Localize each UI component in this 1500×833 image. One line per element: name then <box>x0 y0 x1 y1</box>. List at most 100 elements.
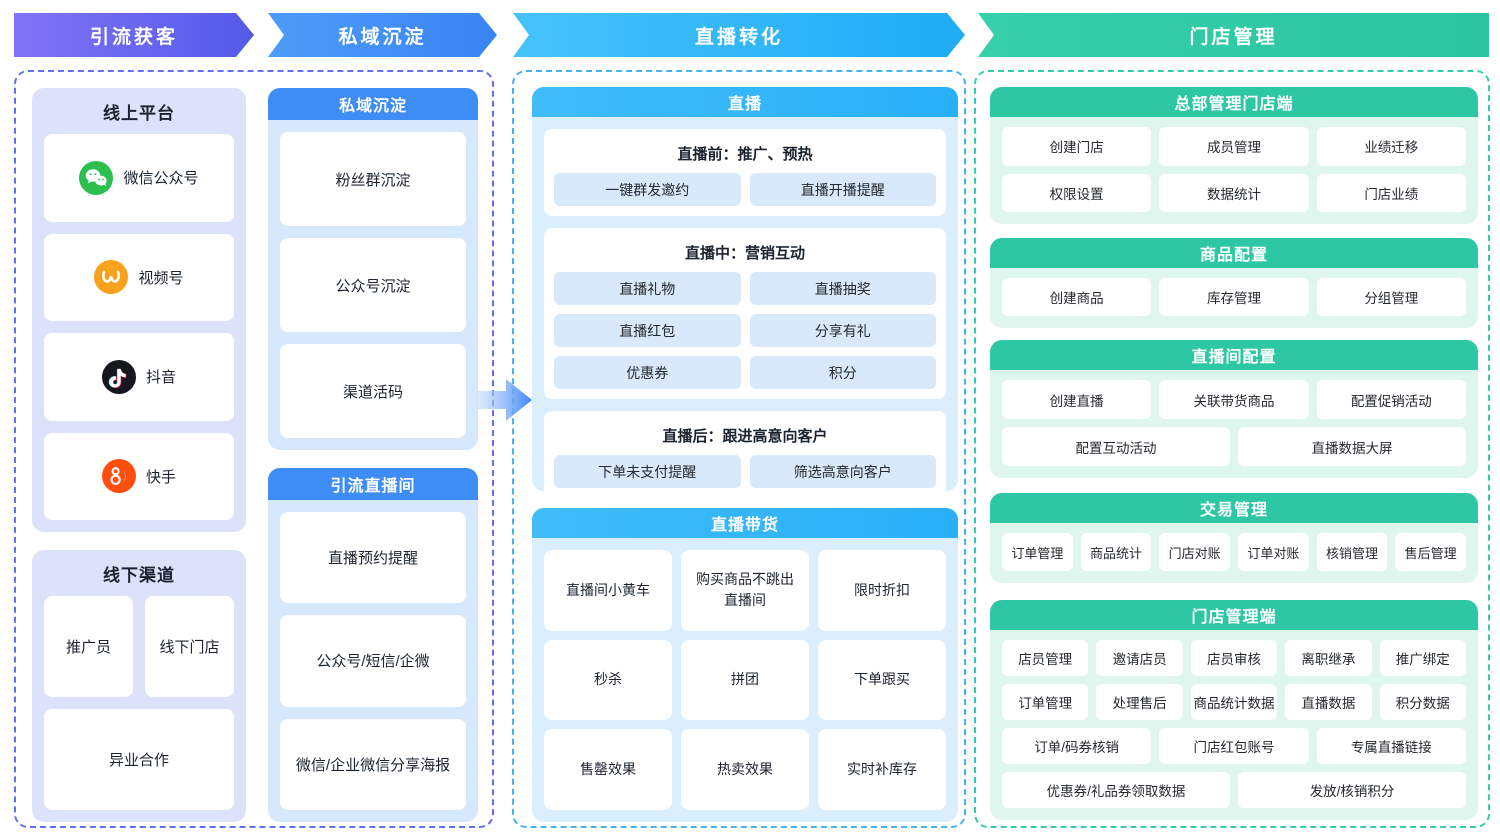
feature-item: 数据统计 <box>1159 173 1309 212</box>
live-phase-post: 直播后：跟进高意向客户 下单未支付提醒 筛选高意向客户 <box>544 411 946 498</box>
platform-label: 抖音 <box>145 369 176 387</box>
feature-item: 直播数据 <box>1285 684 1372 720</box>
flow-step-label: 门店管理 <box>1189 26 1278 48</box>
phase-title: 直播后：跟进高意向客户 <box>662 428 828 445</box>
live-panel: 直播 直播前：推广、预热 一键群发邀约 直播开播提醒 直播中：营销互动 直播礼物… <box>532 87 958 498</box>
feature-item: 库存管理 <box>1159 278 1309 316</box>
platform-card-kuaishou: 快手 <box>44 432 234 520</box>
feature-item: 专属直播链接 <box>1316 728 1466 764</box>
retention-card: 粉丝群沉淀 <box>280 132 466 226</box>
platform-card-douyin: 抖音 <box>44 333 234 421</box>
offline-card: 异业合作 <box>44 709 234 810</box>
selling-card: 购买商品不跳出直播间 <box>681 550 809 631</box>
phase-item: 直播抽奖 <box>749 272 936 305</box>
phase-item: 直播红包 <box>554 314 741 347</box>
feature-item: 成员管理 <box>1159 127 1309 166</box>
feature-item: 分组管理 <box>1316 278 1466 316</box>
offline-card: 线下门店 <box>145 596 234 697</box>
phase-item: 下单未支付提醒 <box>554 455 741 488</box>
liveroom-traffic-panel: 引流直播间 直播预约提醒 公众号/短信/企微 微信/企业微信分享海报 <box>268 468 478 822</box>
feature-item: 积分数据 <box>1379 684 1466 720</box>
feature-item: 创建商品 <box>1002 278 1152 316</box>
feature-item: 店员管理 <box>1002 640 1089 676</box>
flow-arrow-icon <box>477 376 533 429</box>
liveroom-config-panel: 直播间配置 创建直播 关联带货商品 配置促销活动 配置互动活动 直播数据大屏 <box>990 340 1478 478</box>
feature-item: 业绩迁移 <box>1316 127 1466 166</box>
section-header: 总部管理门店端 <box>990 87 1478 117</box>
private-retention-panel: 私域沉淀 粉丝群沉淀 公众号沉淀 渠道活码 <box>268 88 478 450</box>
feature-item: 创建门店 <box>1002 127 1152 166</box>
zone-live-conversion <box>512 70 966 828</box>
phase-item: 积分 <box>749 356 936 389</box>
section-header: 私域沉淀 <box>268 88 478 120</box>
feature-item: 发放/核销积分 <box>1238 772 1466 808</box>
feature-item: 订单管理 <box>1002 684 1089 720</box>
phase-title: 直播中：营销互动 <box>684 245 805 262</box>
platform-card-wechat: 微信公众号 <box>44 134 234 222</box>
panel-title: 线上平台 <box>103 103 175 123</box>
phase-item: 优惠券 <box>554 356 741 389</box>
store-manager-panel: 门店管理端 店员管理 邀请店员 店员审核 离职继承 推广绑定 订单管理 处理售后… <box>990 600 1478 820</box>
feature-item: 商品统计 <box>1080 533 1152 571</box>
platform-label: 快手 <box>145 468 176 486</box>
selling-card: 实时补库存 <box>818 729 946 810</box>
feature-item: 店员审核 <box>1190 640 1278 676</box>
traffic-card: 直播预约提醒 <box>280 512 466 604</box>
feature-item: 推广绑定 <box>1379 640 1466 676</box>
hq-store-panel: 总部管理门店端 创建门店 成员管理 业绩迁移 权限设置 数据统计 门店业绩 <box>990 87 1478 224</box>
phase-item: 直播礼物 <box>554 272 741 305</box>
feature-item: 门店对账 <box>1159 533 1230 571</box>
selling-card: 下单跟买 <box>818 639 946 721</box>
traffic-card: 公众号/短信/企微 <box>280 615 466 707</box>
selling-card: 限时折扣 <box>818 550 946 631</box>
flow-step-label: 引流获客 <box>89 26 178 48</box>
selling-card: 拼团 <box>681 639 809 721</box>
selling-card: 售罄效果 <box>544 729 672 810</box>
section-header: 引流直播间 <box>268 468 478 500</box>
channels-icon <box>94 260 129 295</box>
retention-card: 公众号沉淀 <box>280 238 466 332</box>
retention-card: 渠道活码 <box>280 344 466 438</box>
wechat-icon <box>79 160 114 195</box>
douyin-icon <box>101 359 136 394</box>
platform-label: 微信公众号 <box>123 170 199 188</box>
offline-card: 推广员 <box>44 596 133 697</box>
phase-item: 分享有礼 <box>749 314 936 347</box>
section-header: 商品配置 <box>990 238 1478 268</box>
platform-label: 视频号 <box>138 269 184 287</box>
flow-step-label: 私域沉淀 <box>338 26 427 48</box>
phase-item: 一键群发邀约 <box>554 173 741 206</box>
feature-item: 优惠券/礼品券领取数据 <box>1002 772 1230 808</box>
feature-item: 商品统计数据 <box>1190 684 1278 720</box>
kuaishou-icon <box>101 459 136 494</box>
section-header: 门店管理端 <box>990 600 1478 630</box>
flow-step-private-domain: 私域沉淀 <box>268 13 497 57</box>
section-header: 直播间配置 <box>990 340 1478 370</box>
selling-card: 直播间小黄车 <box>544 550 672 631</box>
live-selling-panel: 直播带货 直播间小黄车 购买商品不跳出直播间 限时折扣 秒杀 拼团 下单跟买 售… <box>532 508 958 822</box>
feature-item: 配置促销活动 <box>1316 380 1466 419</box>
feature-item: 权限设置 <box>1002 173 1152 212</box>
live-phase-pre: 直播前：推广、预热 一键群发邀约 直播开播提醒 <box>544 129 946 216</box>
platform-card-channels: 视频号 <box>44 233 234 321</box>
feature-item: 核销管理 <box>1316 533 1388 571</box>
selling-card: 热卖效果 <box>681 729 809 810</box>
section-header: 直播 <box>532 87 958 117</box>
phase-item: 直播开播提醒 <box>749 173 936 206</box>
online-platform-panel: 线上平台 微信公众号 <box>32 88 246 532</box>
trade-management-panel: 交易管理 订单管理 商品统计 门店对账 订单对账 核销管理 售后管理 <box>990 493 1478 583</box>
feature-item: 关联带货商品 <box>1159 380 1309 419</box>
phase-title: 直播前：推广、预热 <box>677 146 813 163</box>
feature-item: 门店红包账号 <box>1159 728 1309 764</box>
flow-step-live-conversion: 直播转化 <box>513 13 965 57</box>
flow-step-acquisition: 引流获客 <box>14 13 254 57</box>
feature-item: 邀请店员 <box>1096 640 1183 676</box>
selling-card: 秒杀 <box>544 639 672 721</box>
offline-channel-panel: 线下渠道 推广员 线下门店 异业合作 <box>32 550 246 822</box>
feature-item: 门店业绩 <box>1316 173 1466 212</box>
feature-item: 配置互动活动 <box>1002 427 1230 466</box>
zone-acquisition-private <box>14 70 494 828</box>
feature-item: 处理售后 <box>1096 684 1183 720</box>
flow-step-store-management: 门店管理 <box>978 13 1489 57</box>
